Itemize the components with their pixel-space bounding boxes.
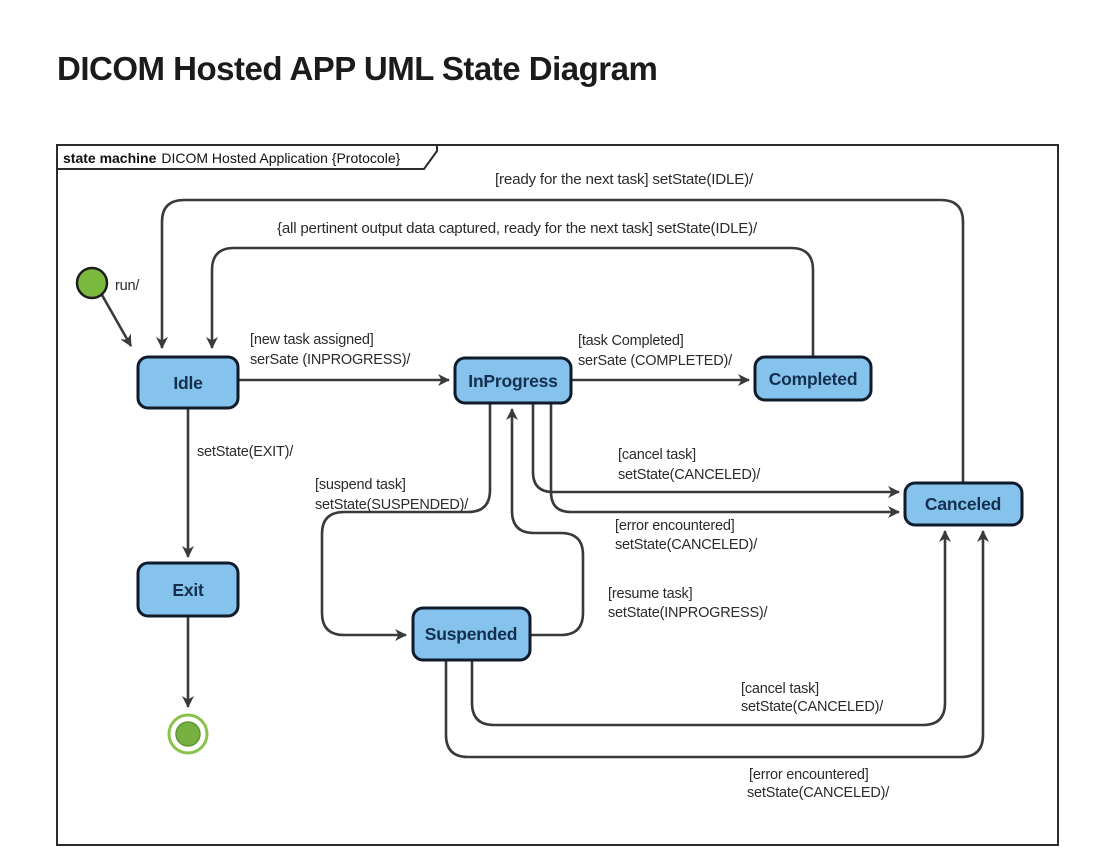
- transition-suspend-path: [320, 402, 492, 641]
- state-suspended-box: [411, 606, 532, 662]
- transition-new-task-label-line1: [new task assigned]: [250, 332, 374, 348]
- transition-suspended-cancel-label-line2: setState(CANCELED)/: [741, 699, 884, 715]
- transition-task-completed-label-line2: serSate (COMPLETED)/: [578, 353, 733, 369]
- transition-run-label: run/: [115, 278, 140, 294]
- state-idle-label: Idle: [173, 373, 203, 393]
- transition-inprogress-cancel-path: [531, 402, 900, 498]
- state-suspended: Suspended: [411, 606, 532, 662]
- transition-all-pertinent-label: {all pertinent output data captured, rea…: [277, 221, 758, 237]
- state-inprogress: InProgress: [453, 356, 573, 405]
- transition-suspend-label-line1: [suspend task]: [315, 477, 406, 493]
- frame-title-tab: [56, 144, 438, 170]
- transition-inprogress-error-path: [549, 402, 900, 518]
- state-completed-label: Completed: [769, 369, 858, 389]
- final-state-dot: [175, 721, 201, 747]
- transition-run-path: [100, 294, 133, 347]
- transition-inprogress-cancel-label-line1: [cancel task]: [618, 447, 696, 463]
- state-completed-box: [753, 355, 873, 402]
- transition-resume-label-line1: [resume task]: [608, 586, 692, 602]
- transition-suspend-label-line2: setState(SUSPENDED)/: [315, 497, 469, 513]
- state-idle: Idle: [136, 355, 240, 410]
- state-exit-box: [136, 561, 240, 618]
- transition-ready-next-label: [ready for the next task] setState(IDLE)…: [495, 172, 754, 188]
- state-canceled-label: Canceled: [925, 494, 1001, 514]
- transition-resume-path: [506, 408, 585, 637]
- transition-inprogress-error-label-line1: [error encountered]: [615, 518, 735, 534]
- transition-inprogress-error-label-line2: setState(CANCELED)/: [615, 537, 758, 553]
- state-inprogress-label: InProgress: [468, 371, 558, 391]
- transition-suspended-error-path: [444, 530, 989, 759]
- transition-canceled-to-idle-path: [156, 198, 965, 483]
- transition-suspended-cancel-label-line1: [cancel task]: [741, 681, 819, 697]
- state-suspended-label: Suspended: [425, 624, 518, 644]
- state-canceled: Canceled: [903, 481, 1024, 527]
- transition-resume-label-line2: setState(INPROGRESS)/: [608, 605, 769, 621]
- state-exit-label: Exit: [172, 580, 204, 600]
- state-idle-box: [136, 355, 240, 410]
- transition-suspended-error-label-line1: [error encountered]: [749, 767, 869, 783]
- final-state-node: [167, 713, 209, 755]
- state-inprogress-box: [453, 356, 573, 405]
- transition-completed-to-idle-path: [206, 246, 815, 357]
- state-canceled-box: [903, 481, 1024, 527]
- page-title: DICOM Hosted APP UML State Diagram: [57, 50, 658, 87]
- transition-suspended-error-label-line2: setState(CANCELED)/: [747, 785, 890, 801]
- state-completed: Completed: [753, 355, 873, 402]
- transition-set-exit-label: setState(EXIT)/: [197, 444, 294, 460]
- state-machine-frame: [56, 144, 1059, 846]
- state-exit: Exit: [136, 561, 240, 618]
- transition-new-task-label-line2: serSate (INPROGRESS)/: [250, 352, 411, 368]
- transition-inprogress-cancel-label-line2: setState(CANCELED)/: [618, 467, 761, 483]
- initial-state-node: [75, 266, 109, 300]
- transition-suspended-cancel-path: [470, 530, 951, 727]
- transition-task-completed-label-line1: [task Completed]: [578, 333, 684, 349]
